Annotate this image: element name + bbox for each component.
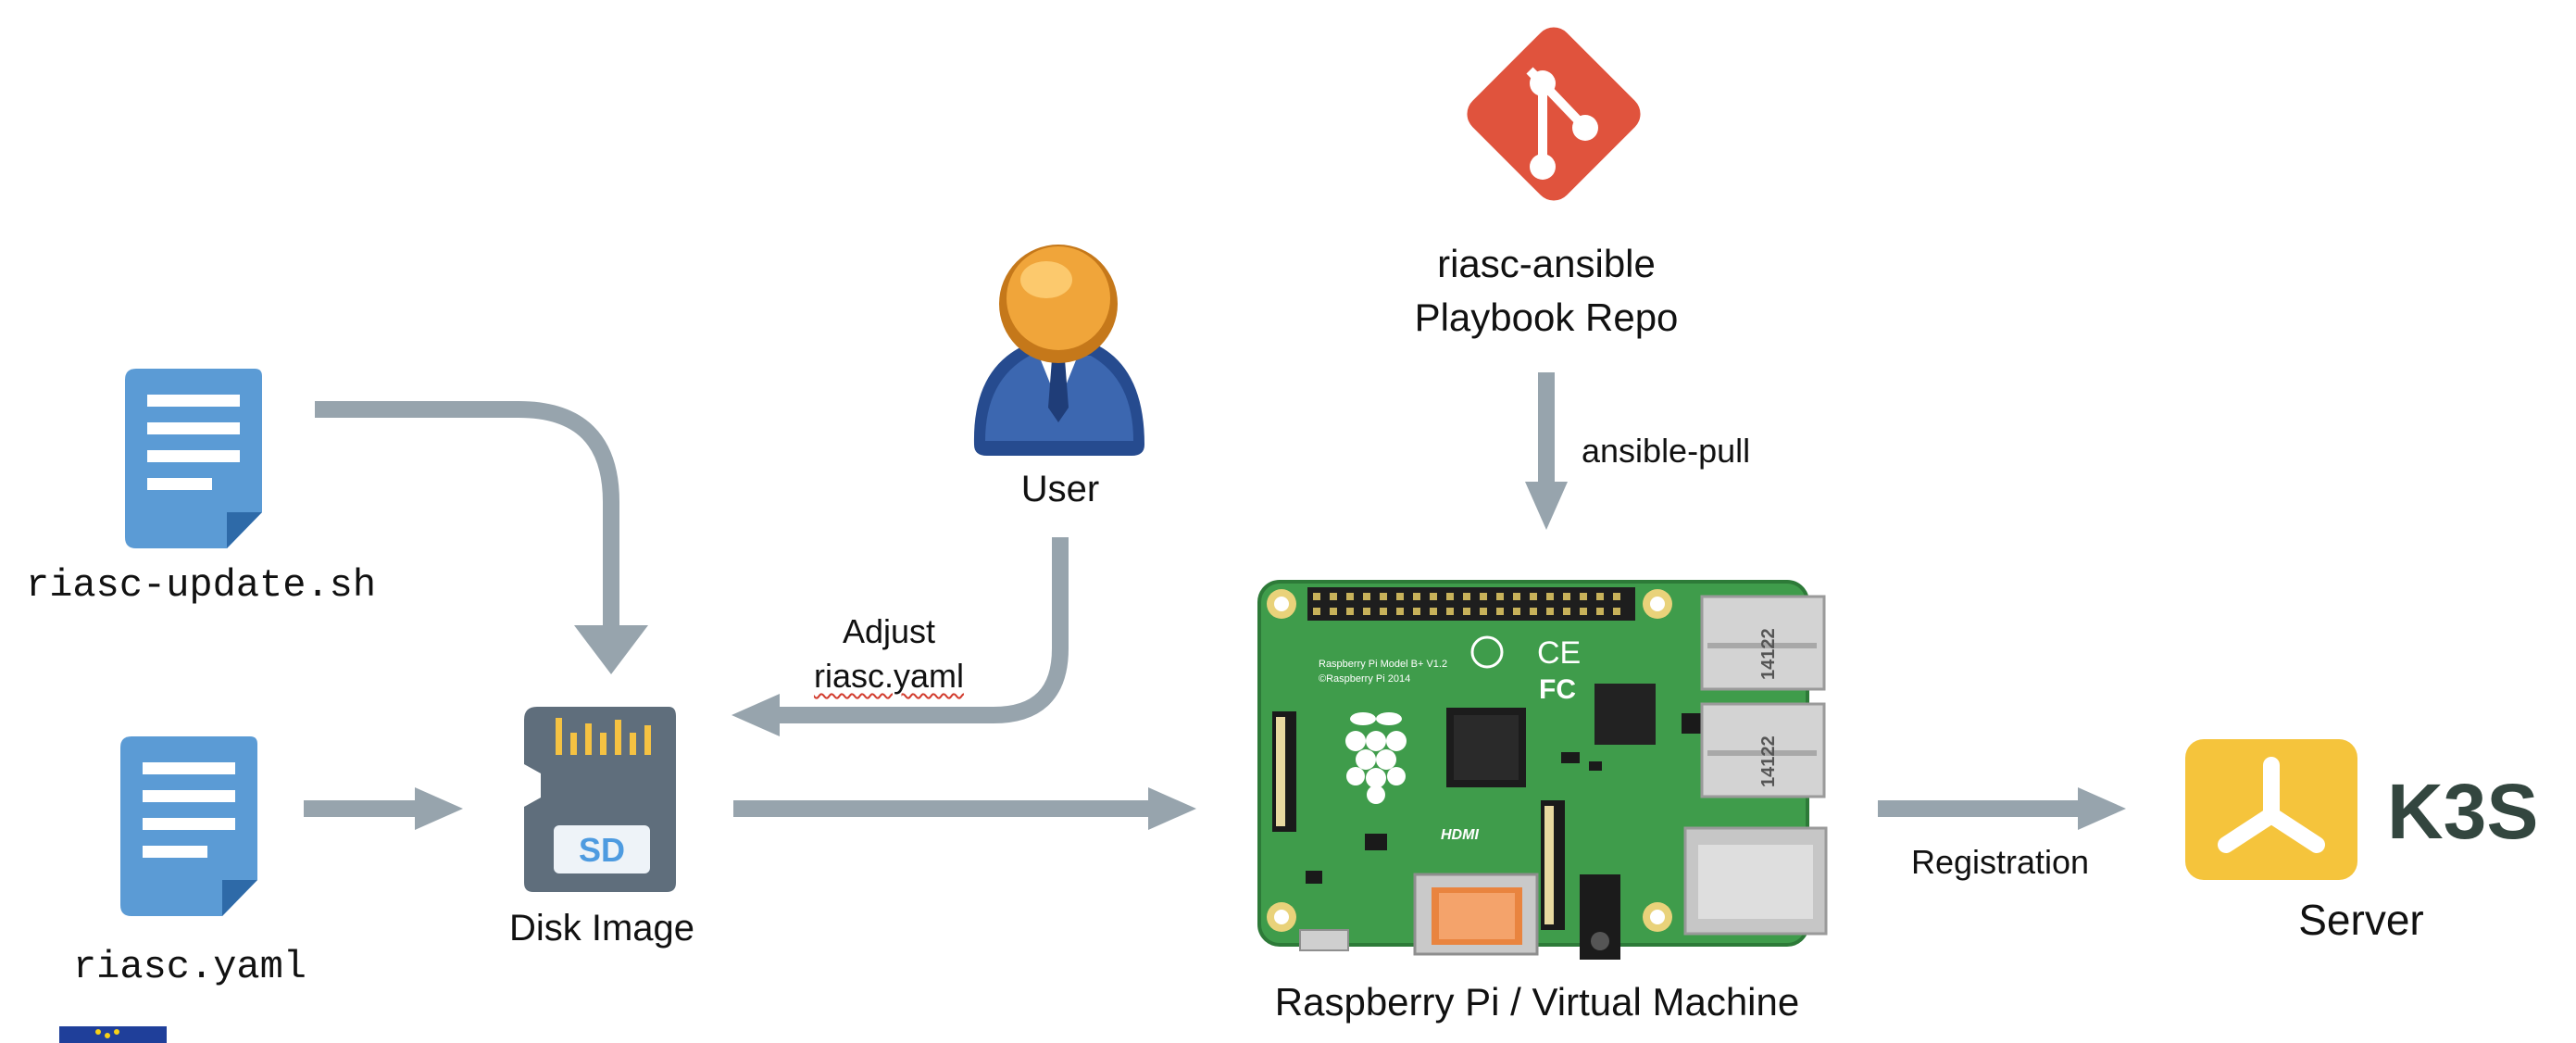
ansible-pull-label: ansible-pull [1582, 432, 1751, 470]
usb-port-top: 14122 [1700, 595, 1826, 691]
update-script-label: riasc-update.sh [26, 563, 377, 608]
arrow-user-to-image [732, 537, 1069, 736]
device-label: Raspberry Pi / Virtual Machine [1274, 980, 1800, 1024]
eu-flag-icon [59, 1026, 167, 1043]
arrow-image-to-device [733, 787, 1196, 830]
sd-label: SD [579, 831, 625, 869]
arrow-script-to-image [315, 401, 648, 674]
board-model-text: Raspberry Pi Model B+ V1.2 [1319, 659, 1447, 670]
sd-card-icon: SD [524, 707, 676, 892]
raspberry-pi-board-icon: Raspberry Pi Model B+ V1.2 ©Raspberry Pi… [1257, 580, 1828, 960]
arrow-device-to-server [1878, 787, 2126, 830]
k3s-logo-text: K3S [2387, 768, 2538, 855]
adjust-action-label: Adjust riasc.yaml [778, 609, 1000, 698]
repo-label-line1: riasc-ansible [1437, 242, 1656, 285]
arrow-config-to-image [304, 787, 463, 830]
adjust-action-line2: riasc.yaml [813, 657, 965, 695]
usb-serial-text: 14122 [1758, 628, 1779, 680]
repo-label-line2: Playbook Repo [1414, 295, 1679, 339]
server-label: Server [2298, 896, 2424, 944]
git-logo-icon [1467, 27, 1641, 201]
hdmi-label: HDMI [1441, 827, 1479, 843]
config-file-label: riasc.yaml [72, 945, 307, 989]
repo-label: riasc-ansible Playbook Repo [1352, 237, 1741, 345]
svg-text:CE: CE [1537, 635, 1581, 671]
usb-serial-text: 14122 [1758, 735, 1779, 787]
k3s-logo-icon: K3S [2185, 739, 2538, 880]
document-icon [125, 369, 262, 548]
document-icon [120, 736, 257, 916]
usb-port-bottom: 14122 [1700, 702, 1826, 798]
user-label: User [1020, 469, 1100, 509]
adjust-action-line1: Adjust [842, 612, 936, 650]
arrow-repo-to-device [1525, 372, 1568, 530]
registration-label: Registration [1910, 843, 2090, 881]
svg-text:FC: FC [1539, 674, 1576, 705]
user-avatar-icon [973, 245, 1144, 456]
disk-image-label: Disk Image [508, 908, 695, 949]
board-copyright-text: ©Raspberry Pi 2014 [1319, 673, 1410, 685]
